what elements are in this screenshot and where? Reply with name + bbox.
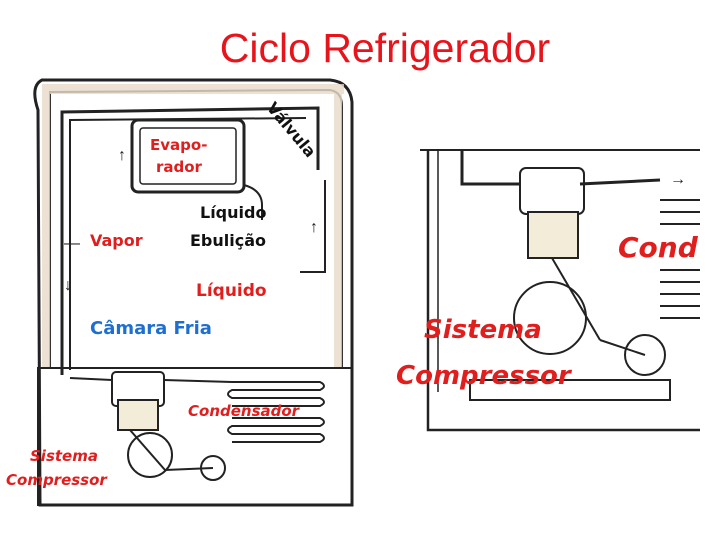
- flow-arrow-icon: ↑: [310, 219, 318, 236]
- closeup-condenser-label: Cond: [618, 231, 699, 264]
- cold-chamber-label: Câmara Fria: [90, 318, 212, 339]
- liquid-label-bottom: Líquido: [196, 281, 267, 301]
- condenser-label: Condensador: [188, 402, 301, 420]
- closeup-compressor-label-line1: Sistema: [424, 315, 542, 345]
- flow-arrow-icon: ↑: [118, 147, 126, 164]
- evaporator-box: [132, 120, 244, 192]
- closeup-compressor-label-line2: Compressor: [396, 361, 573, 391]
- compressor-label-line1: Sistema: [30, 447, 98, 465]
- evaporator-label: Evapo-: [150, 136, 207, 154]
- liquid-label-top: Líquido: [200, 203, 266, 222]
- flow-arrow-icon: →: [670, 171, 686, 188]
- evaporator-label: rador: [156, 158, 203, 176]
- right-compressor-closeup: → Cond Sistema Compressor: [396, 150, 700, 430]
- flow-arrow-icon: ↓: [64, 277, 72, 294]
- flow-arrow-icon: —: [64, 235, 80, 252]
- vapor-label: Vapor: [90, 231, 143, 250]
- left-refrigerator-diagram: ↑ — ↓ ↑ Evapo- rador Válvula Líquido Vap…: [6, 80, 352, 505]
- compressor-label-line2: Compressor: [6, 471, 108, 489]
- boiling-label: Ebulição: [190, 231, 266, 250]
- insulation-band: [42, 84, 344, 94]
